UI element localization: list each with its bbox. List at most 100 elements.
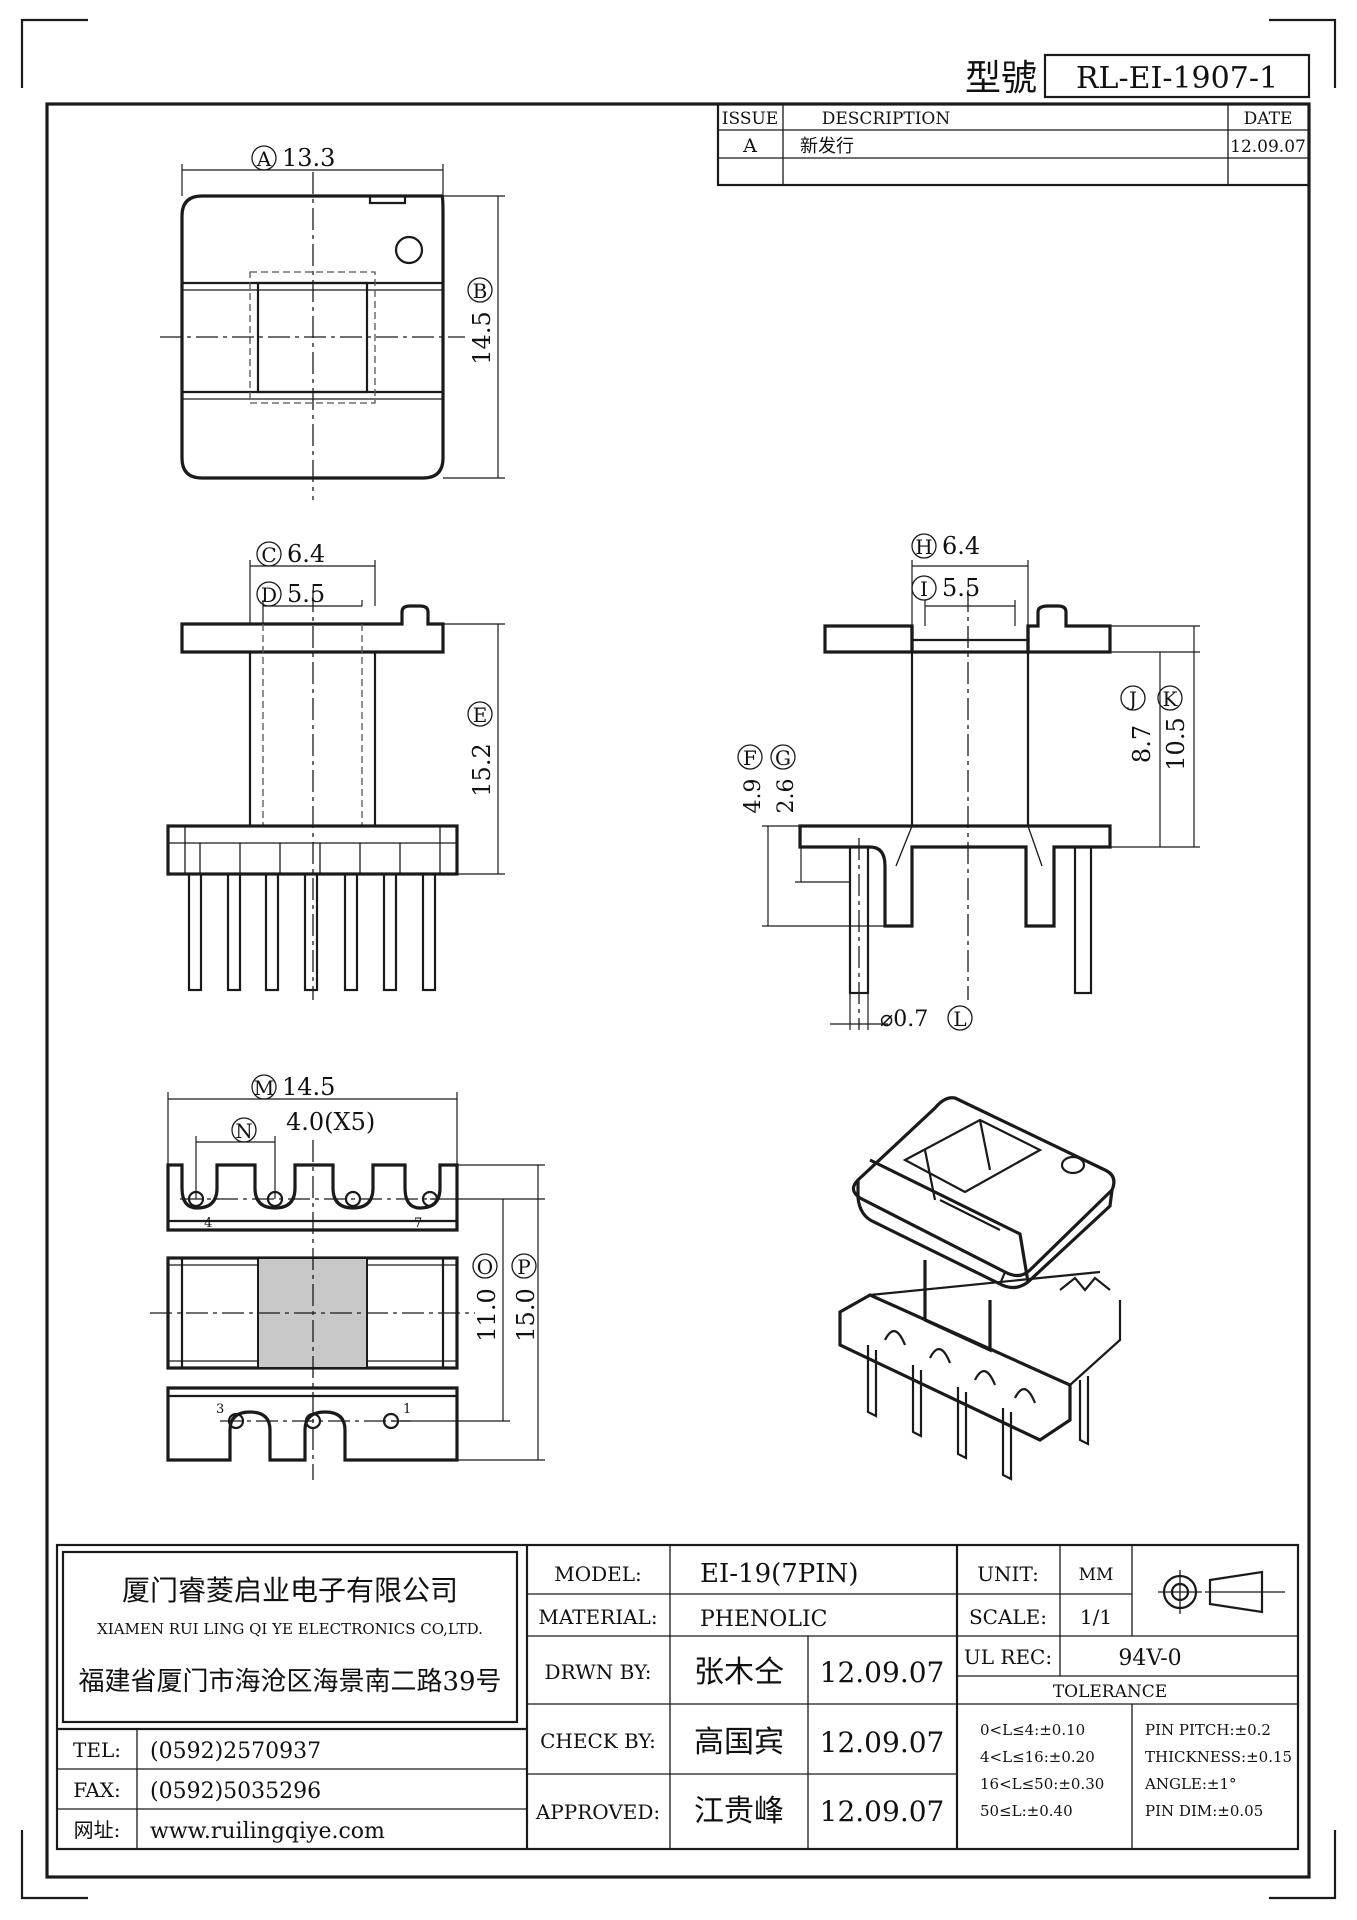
rev-date-value: 12.09.07	[1230, 137, 1306, 157]
dim-label-A: A 13.3	[251, 144, 335, 172]
tel-label: TEL:	[73, 1738, 121, 1762]
dim-value-A: 13.3	[282, 144, 335, 172]
fax-value: (0592)5035296	[150, 1779, 321, 1804]
model-number: RL-EI-1907-1	[1076, 61, 1278, 96]
unit-value: MM	[1079, 1565, 1114, 1585]
svg-text:D: D	[261, 583, 277, 607]
approved-date-value: 12.09.07	[820, 1795, 945, 1828]
dim-label-L: ⌀0.7 L	[880, 1005, 973, 1032]
front-view	[166, 560, 505, 1000]
check-date-value: 12.09.07	[820, 1726, 945, 1759]
projection-symbol-icon	[1158, 1570, 1285, 1614]
dim-value-K: 10.5	[1162, 717, 1190, 770]
approved-by-value: 江贵峰	[694, 1794, 784, 1829]
tol-left-3: 50≤L:±0.40	[980, 1802, 1073, 1820]
dim-value-F: 4.9	[741, 779, 766, 814]
drawn-by-value: 张木仝	[694, 1655, 784, 1690]
svg-text:K: K	[1163, 687, 1179, 711]
dim-label-D: D 5.5	[256, 580, 325, 608]
svg-text:O: O	[477, 1255, 493, 1279]
model-label: MODEL:	[554, 1562, 642, 1586]
rev-description-value: 新发行	[800, 136, 854, 157]
dim-label-C: C 6.4	[256, 540, 325, 568]
bottom-view: 4 7 3 1	[150, 1092, 545, 1480]
tol-left-1: 4<L≤16:±0.20	[980, 1748, 1095, 1766]
dim-label-F: F 4.9	[737, 744, 766, 814]
corner-marks	[20, 18, 1337, 1900]
dim-label-B: B 14.5	[467, 277, 496, 365]
dim-label-O: O 11.0	[472, 1253, 501, 1342]
check-by-value: 高国宾	[694, 1725, 784, 1760]
drawing-border	[45, 102, 1311, 1879]
material-value: PHENOLIC	[700, 1607, 827, 1632]
dim-value-M: 14.5	[282, 1073, 335, 1101]
company-box	[61, 1550, 519, 1724]
pin-number-7: 7	[414, 1216, 422, 1231]
dim-label-M: M 14.5	[251, 1073, 335, 1101]
check-by-label: CHECK BY:	[540, 1729, 656, 1753]
dim-label-K: K 10.5	[1157, 685, 1190, 771]
svg-text:L: L	[953, 1007, 966, 1031]
isometric-view	[838, 1096, 1122, 1481]
dim-label-I: I 5.5	[911, 574, 980, 602]
unit-label: UNIT:	[977, 1562, 1039, 1586]
dim-label-E: E 15.2	[467, 701, 496, 797]
dim-value-E: 15.2	[468, 743, 496, 796]
title-block: 厦门睿菱启业电子有限公司 XIAMEN RUI LING QI YE ELECT…	[55, 1543, 1300, 1851]
svg-text:G: G	[775, 746, 791, 770]
dim-label-N: N 4.0(X5)	[231, 1108, 375, 1143]
drawn-by-label: DRWN BY:	[545, 1660, 652, 1684]
dim-label-H: H 6.4	[911, 532, 980, 560]
svg-text:F: F	[743, 746, 757, 770]
dim-value-C: 6.4	[287, 540, 325, 568]
svg-text:H: H	[915, 535, 932, 559]
svg-text:P: P	[517, 1255, 530, 1279]
tol-right-0: PIN PITCH:±0.2	[1145, 1721, 1271, 1739]
scale-label: SCALE:	[969, 1605, 1047, 1629]
dim-value-D: 5.5	[287, 580, 325, 608]
dim-label-G: G 2.6	[770, 744, 799, 814]
rev-header-date: DATE	[1244, 109, 1293, 129]
rev-header-issue: ISSUE	[722, 109, 778, 129]
dim-value-G: 2.6	[774, 779, 799, 814]
pin-number-3: 3	[216, 1402, 224, 1417]
side-view	[762, 560, 1200, 1030]
approved-label: APPROVED:	[535, 1800, 660, 1824]
model-title-block: 型號 RL-EI-1907-1	[965, 53, 1311, 99]
ul-label: UL REC:	[964, 1645, 1052, 1669]
company-name-cn: 厦门睿菱启业电子有限公司	[122, 1574, 458, 1607]
company-name-en: XIAMEN RUI LING QI YE ELECTRONICS CO,LTD…	[97, 1620, 483, 1638]
dim-value-L: ⌀0.7	[880, 1007, 928, 1032]
drawn-date-value: 12.09.07	[820, 1656, 945, 1689]
svg-text:M: M	[254, 1076, 274, 1100]
dim-label-P: P 15.0	[511, 1253, 540, 1342]
front-view-pins	[187, 872, 437, 992]
svg-text:J: J	[1127, 687, 1137, 711]
dim-value-N: 4.0(X5)	[286, 1108, 375, 1136]
svg-text:B: B	[473, 279, 488, 303]
dim-value-I: 5.5	[942, 574, 980, 602]
svg-text:A: A	[256, 147, 272, 171]
tolerance-label: TOLERANCE	[1053, 1682, 1167, 1702]
top-view	[160, 164, 505, 500]
model-title-label: 型號	[965, 58, 1037, 99]
dimension-labels: A 13.3 B 14.5 C 6.4 D 5.5 E 15.2 F 4.9	[231, 144, 1190, 1342]
company-address: 福建省厦门市海沧区海景南二路39号	[78, 1667, 501, 1697]
ul-value: 94V-0	[1118, 1646, 1181, 1671]
rev-issue-value: A	[742, 135, 757, 157]
dim-value-H: 6.4	[942, 532, 980, 560]
tol-right-1: THICKNESS:±0.15	[1145, 1748, 1292, 1766]
tol-left-0: 0<L≤4:±0.10	[980, 1721, 1085, 1739]
tol-right-2: ANGLE:±1°	[1144, 1775, 1237, 1793]
dim-value-J: 8.7	[1128, 725, 1156, 763]
svg-text:I: I	[920, 577, 928, 601]
pin-number-1: 1	[403, 1402, 411, 1417]
tol-right-3: PIN DIM:±0.05	[1145, 1802, 1263, 1820]
svg-text:C: C	[261, 543, 276, 567]
isometric-view-pins	[866, 1345, 1090, 1481]
dim-value-O: 11.0	[473, 1288, 501, 1341]
dim-value-P: 15.0	[512, 1288, 540, 1341]
pin-number-4: 4	[204, 1216, 212, 1231]
revision-table: ISSUE DESCRIPTION DATE A 新发行 12.09.07	[716, 102, 1311, 187]
